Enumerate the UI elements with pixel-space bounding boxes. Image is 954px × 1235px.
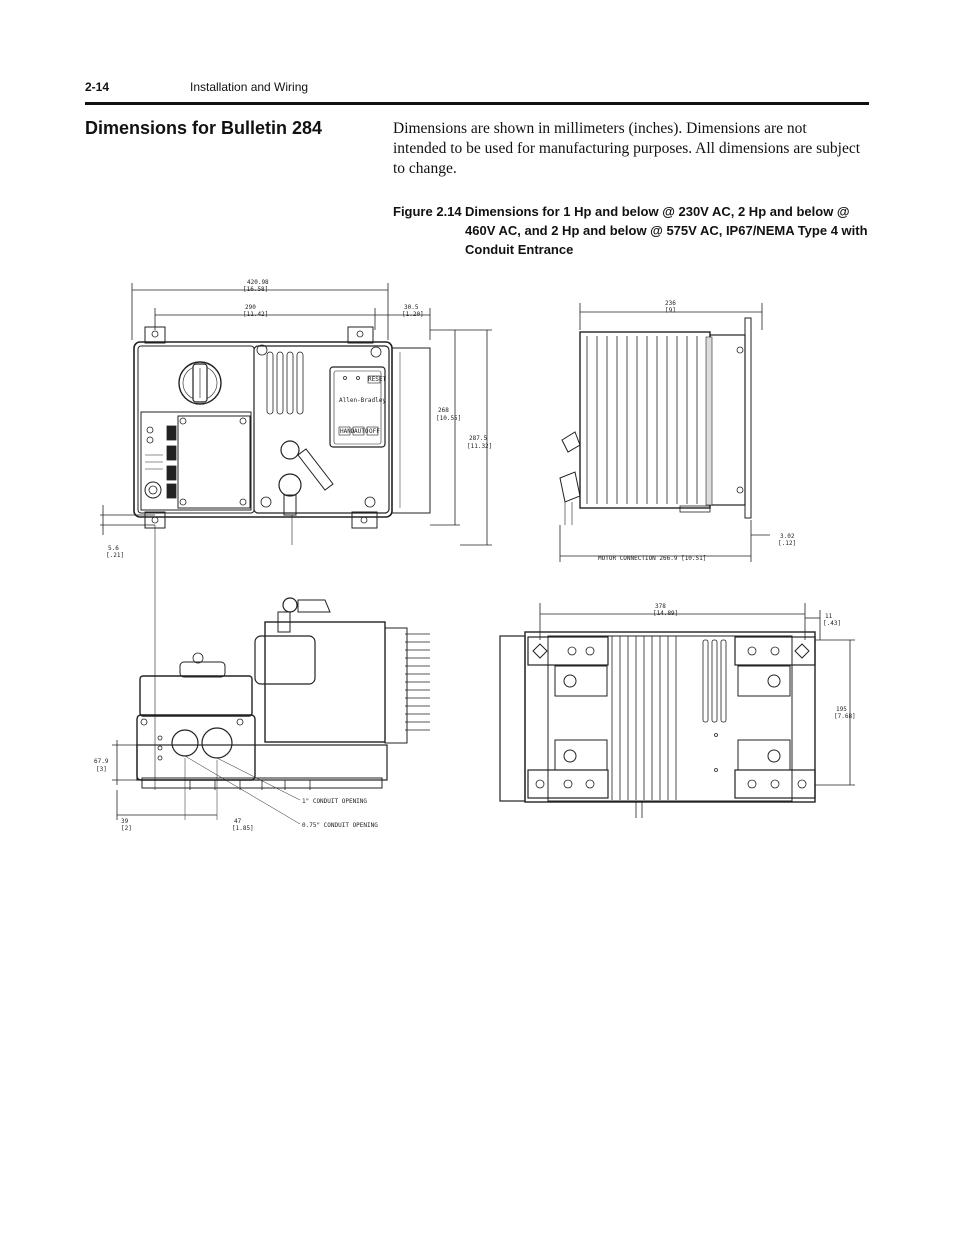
dim-offset-5: 5.6 — [108, 545, 119, 552]
label-conduit-075: 0.75" CONDUIT OPENING — [302, 822, 378, 829]
dim-side-flange: 3.02 — [780, 533, 795, 540]
dim-offset-5-in: [.21] — [106, 552, 124, 559]
dim-back-195: 195 — [836, 706, 847, 713]
dim-bottom-47-in: [1.85] — [232, 825, 254, 832]
dim-width-30-in: [1.20] — [402, 311, 424, 318]
running-header: Installation and Wiring — [190, 80, 309, 94]
keypad-off-label: OFF — [369, 428, 380, 435]
dim-bottom-47: 47 — [234, 818, 242, 825]
dim-height-287: 287.5 — [469, 435, 487, 442]
intro-paragraph: Dimensions are shown in millimeters (inc… — [393, 120, 861, 177]
front-view: 420.98 [16.58] 290 [11.42] 30.5 [1.20] 2… — [100, 279, 492, 790]
label-conduit-1: 1" CONDUIT OPENING — [302, 798, 367, 805]
dim-back-11: 11 — [825, 613, 833, 620]
figure-label: Figure 2.14 — [393, 204, 462, 219]
figure-caption-line-1: Dimensions for 1 Hp and below @ 230V AC,… — [465, 204, 850, 219]
back-view: 378 [14.89] 11 [.43] 195 [7.68] — [499, 603, 856, 818]
dim-bottom-67-in: [3] — [96, 766, 107, 773]
dim-bottom-39: 39 — [121, 818, 129, 825]
dim-height-268-in: [10.55] — [436, 415, 461, 422]
dim-back-195-in: [7.68] — [834, 713, 856, 720]
keypad-logo: Allen-Bradley — [339, 397, 386, 404]
figure-caption-line-2: 460V AC, and 2 Hp and below @ 575V AC, I… — [465, 223, 868, 238]
dim-width-290-in: [11.42] — [243, 311, 268, 318]
dim-width-30: 30.5 — [404, 304, 419, 311]
keypad-reset-label: RESET — [368, 376, 386, 383]
dim-height-268: 268 — [438, 407, 449, 414]
dim-back-378: 378 — [655, 603, 666, 610]
dim-back-11-in: [.43] — [823, 620, 841, 627]
dim-side-flange-in: [.12] — [778, 540, 796, 547]
dim-motor-connection: MOTOR CONNECTION 266.9 [10.51] — [598, 555, 706, 562]
keypad-auto-label: AUTO — [354, 428, 369, 435]
dim-bottom-39-in: [2] — [121, 825, 132, 832]
dim-overall-width-in: [16.58] — [243, 286, 268, 293]
page-number: 2-14 — [85, 80, 110, 94]
dim-height-287-in: [11.32] — [467, 443, 492, 450]
dim-width-290: 290 — [245, 304, 256, 311]
keypad-hand-label: HAND — [340, 428, 355, 435]
bottom-view: 1" CONDUIT OPENING 0.75" CONDUIT OPENING… — [94, 597, 430, 832]
dim-back-378-in: [14.89] — [653, 610, 678, 617]
figure-caption-line-3: Conduit Entrance — [465, 242, 574, 257]
dim-bottom-67: 67.9 — [94, 758, 109, 765]
dim-overall-width: 420.98 — [247, 279, 269, 286]
header-rule — [85, 102, 869, 105]
dim-side-236-in: [9] — [665, 307, 676, 314]
side-view: 236 [9] 3.02 [.12] MOTOR CONNECTION — [559, 300, 796, 562]
section-title: Dimensions for Bulletin 284 — [85, 118, 323, 138]
dim-side-236: 236 — [665, 300, 676, 307]
